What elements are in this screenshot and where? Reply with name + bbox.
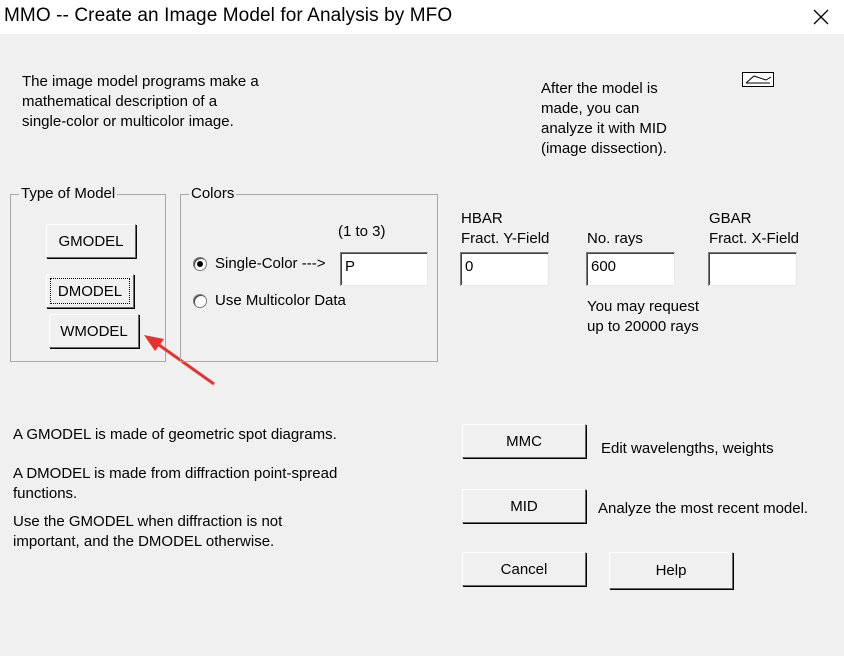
close-button[interactable] bbox=[798, 0, 844, 34]
after-line-1: After the model is bbox=[541, 80, 658, 97]
single-color-radio[interactable] bbox=[193, 257, 207, 271]
hbar-input[interactable] bbox=[460, 252, 549, 286]
dmodel-info-line-1: A DMODEL is made from diffraction point-… bbox=[13, 465, 338, 482]
after-line-3: analyze it with MID bbox=[541, 120, 667, 137]
rays-note: You may request up to 20000 rays bbox=[587, 297, 699, 337]
color-input[interactable] bbox=[340, 252, 428, 286]
after-line-4: (image dissection). bbox=[541, 140, 667, 157]
rays-label: No. rays bbox=[587, 230, 643, 247]
hbar-label: Fract. Y-Field bbox=[461, 230, 550, 247]
color-range-hint: (1 to 3) bbox=[338, 223, 386, 240]
multicolor-label: Use Multicolor Data bbox=[215, 292, 346, 309]
intro-line-1: The image model programs make a bbox=[22, 73, 259, 90]
colors-label: Colors bbox=[189, 185, 237, 203]
rays-input[interactable] bbox=[586, 252, 675, 286]
intro-text: The image model programs make a mathemat… bbox=[22, 72, 259, 132]
window-title: MMO -- Create an Image Model for Analysi… bbox=[4, 5, 453, 26]
gbar-label: Fract. X-Field bbox=[709, 230, 800, 247]
dmodel-info: A DMODEL is made from diffraction point-… bbox=[13, 464, 337, 504]
gmodel-info: A GMODEL is made of geometric spot diagr… bbox=[13, 426, 337, 443]
wmodel-button[interactable]: WMODEL bbox=[49, 314, 139, 348]
gbar-title: GBAR bbox=[709, 210, 752, 227]
rays-note-line-2: up to 20000 rays bbox=[587, 318, 699, 335]
single-color-label: Single-Color ---> bbox=[215, 255, 326, 272]
usage-info-line-2: important, and the DMODEL otherwise. bbox=[13, 533, 275, 550]
dmodel-info-line-2: functions. bbox=[13, 485, 78, 502]
intro-line-2: mathematical description of a bbox=[22, 93, 218, 110]
after-line-2: made, you can bbox=[541, 100, 640, 117]
after-text: After the model is made, you can analyze… bbox=[541, 79, 667, 159]
mid-description: Analyze the most recent model. bbox=[598, 500, 809, 517]
multicolor-radio[interactable] bbox=[193, 294, 207, 308]
gmodel-button[interactable]: GMODEL bbox=[46, 224, 136, 258]
mmc-description: Edit wavelengths, weights bbox=[601, 440, 774, 457]
cancel-button[interactable]: Cancel bbox=[462, 552, 586, 586]
dmodel-button[interactable]: DMODEL bbox=[46, 274, 134, 308]
usage-info-line-1: Use the GMODEL when diffraction is not bbox=[13, 513, 283, 530]
intro-line-3: single-color or multicolor image. bbox=[22, 113, 234, 130]
mid-button[interactable]: MID bbox=[462, 489, 586, 523]
mmc-button[interactable]: MMC bbox=[462, 424, 586, 458]
help-button[interactable]: Help bbox=[609, 552, 733, 589]
usage-info: Use the GMODEL when diffraction is not i… bbox=[13, 512, 282, 552]
annotation-arrow bbox=[144, 335, 215, 386]
rays-note-line-1: You may request bbox=[587, 298, 700, 315]
gbar-input[interactable] bbox=[708, 252, 797, 286]
hbar-title: HBAR bbox=[461, 210, 503, 227]
type-of-model-group: Type of Model bbox=[10, 185, 166, 362]
close-icon bbox=[813, 9, 829, 25]
colors-group: Colors bbox=[180, 185, 438, 362]
model-icon bbox=[742, 72, 774, 87]
type-of-model-label: Type of Model bbox=[19, 185, 118, 203]
title-bar: MMO -- Create an Image Model for Analysi… bbox=[0, 0, 844, 34]
radio-selected-dot bbox=[197, 261, 203, 267]
